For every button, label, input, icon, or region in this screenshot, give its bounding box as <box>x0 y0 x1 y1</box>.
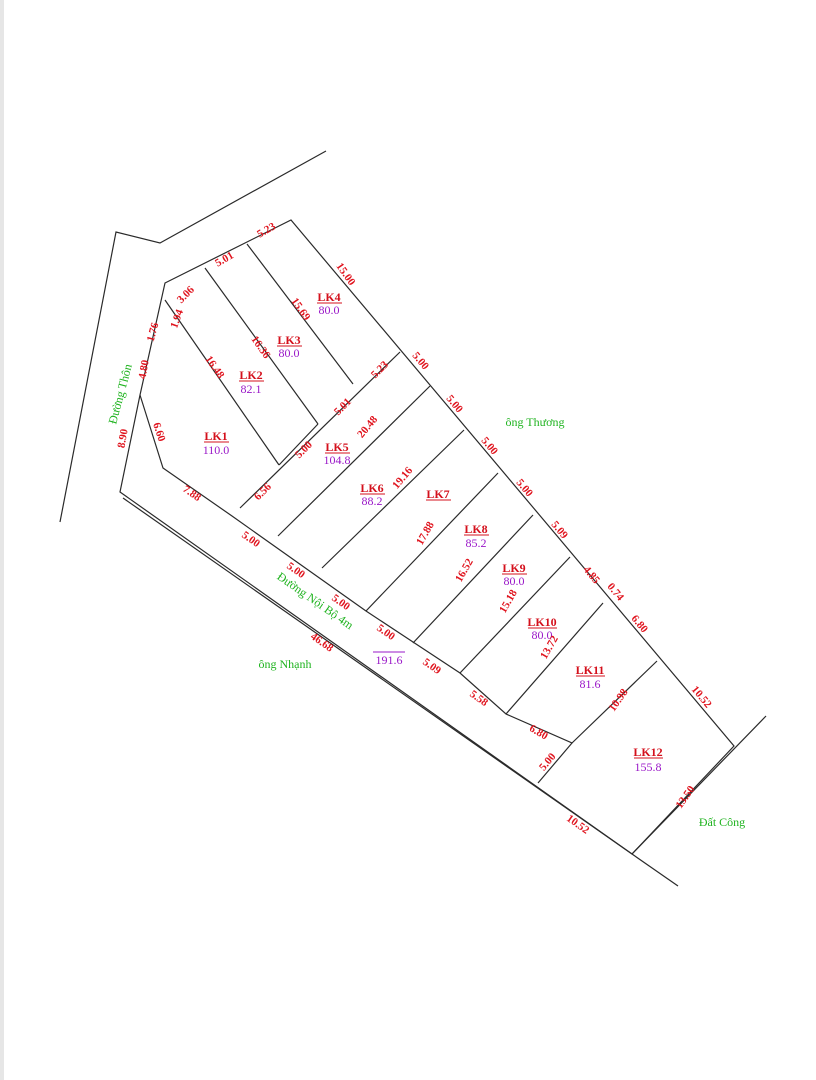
dim-bot-10-52: 10.52 <box>564 813 592 837</box>
lot-name-lk10: LK10 <box>527 615 556 629</box>
lot-name-lk12: LK12 <box>633 745 662 759</box>
lot-area-lk11: 81.6 <box>580 677 601 691</box>
dim-top-3-06: 3.06 <box>175 283 197 305</box>
dim-bot-5-58: 5.58 <box>467 688 490 709</box>
divider-lk8-lk9 <box>412 514 534 644</box>
dim-lk3-15-69: 15.69 <box>288 296 312 324</box>
dim-right-5-00-d: 5.00 <box>514 477 536 500</box>
lot-name-lk8: LK8 <box>464 522 487 536</box>
lot-name-lk1: LK1 <box>204 429 227 443</box>
dim-bot-7-88: 7.88 <box>180 483 203 504</box>
dim-bot-5-00-a: 5.00 <box>239 529 262 550</box>
lot-name-lk11: LK11 <box>576 663 605 677</box>
divider-lk6-lk7 <box>321 429 465 569</box>
divider-lk11-lk12 <box>571 660 658 744</box>
divider-lk7-lk8 <box>365 472 499 612</box>
lot-area-lk6: 88.2 <box>362 494 383 508</box>
label-ong-nhanh: ông Nhạnh <box>259 657 312 671</box>
dim-top-5-01: 5.01 <box>213 249 236 269</box>
dim-top-5-23: 5.23 <box>255 220 278 240</box>
dim-left-8-90: 8.90 <box>115 427 130 449</box>
dim-bot-5-00-e: 5.00 <box>537 750 559 773</box>
lot-area-lk12: 155.8 <box>635 760 662 774</box>
internal-road-line <box>139 394 573 784</box>
label-ong-thuong: ông Thương <box>506 415 565 429</box>
dim-lk1-16-48: 16.48 <box>202 354 226 382</box>
dim-bot-5-00-d: 5.00 <box>374 622 397 643</box>
lot-area-lk9: 80.0 <box>504 574 525 588</box>
lot-name-underlines <box>204 302 663 759</box>
divider-lk3-lk4 <box>204 267 319 425</box>
village-road-line <box>59 150 327 523</box>
dimension-labels: 5.23 5.01 3.06 1.94 1.76 4.80 8.90 6.60 … <box>115 220 714 837</box>
page-edge <box>0 0 4 1080</box>
lot-area-lk8: 85.2 <box>466 536 487 550</box>
lot-name-lk4: LK4 <box>317 290 340 304</box>
lot-name-lk2: LK2 <box>239 368 262 382</box>
divider-lk1-lk5 <box>239 351 401 509</box>
area-labels: Đường Thôn ông Thương ông Nhạnh Đất Công… <box>105 362 745 829</box>
dim-lk9-15-18: 15.18 <box>497 587 520 615</box>
context-lines <box>59 150 767 887</box>
lot-area-lk10: 80.0 <box>532 628 553 642</box>
lot-area-lk4: 80.0 <box>319 303 340 317</box>
lot-name-lk3: LK3 <box>277 333 300 347</box>
lot-name-lk5: LK5 <box>325 440 348 454</box>
dim-lk5-20-48: 20.48 <box>355 413 380 440</box>
label-duong-thon: Đường Thôn <box>105 362 134 425</box>
road-area: 191.6 <box>376 653 403 667</box>
divider-lk2-lk5 <box>278 423 319 466</box>
dim-lk7-17-88: 17.88 <box>414 519 437 547</box>
lot-name-lk9: LK9 <box>502 561 525 575</box>
lot-area-lk1: 110.0 <box>203 443 230 457</box>
dim-left-1-76: 1.76 <box>145 321 162 343</box>
dim-left-4-80: 4.80 <box>136 358 151 380</box>
dim-mid-5-00: 5.00 <box>293 438 315 460</box>
divider-lk1-lk2 <box>164 299 280 466</box>
dim-right-0-74: 0.74 <box>605 581 627 604</box>
lot-dividers-top <box>164 243 401 509</box>
divider-lk5-lk6 <box>277 385 431 537</box>
dim-right-5-09: 5.09 <box>549 519 571 542</box>
label-dat-cong: Đất Công <box>699 815 745 829</box>
lot-name-lk6: LK6 <box>360 481 383 495</box>
divider-lk4-outer <box>246 243 354 385</box>
dim-right-6-80: 6.80 <box>629 613 651 636</box>
lot-area-lk3: 80.0 <box>279 346 300 360</box>
lot-labels: LK1 110.0 LK2 82.1 LK3 80.0 LK4 80.0 LK5… <box>203 290 663 774</box>
boundary-extension-line <box>631 853 679 887</box>
lot-dividers-right <box>277 385 658 744</box>
divider-lk9-lk10 <box>459 556 571 674</box>
dim-lk1-6-56: 6.56 <box>252 480 274 502</box>
dim-lk6-19-16: 19.16 <box>390 464 415 491</box>
dim-mid-5-23: 5.23 <box>369 358 391 380</box>
dim-inner-6-60: 6.60 <box>150 421 168 443</box>
lot-area-lk5: 104.8 <box>324 453 351 467</box>
dim-right-5-00-c: 5.00 <box>479 435 501 458</box>
lot-name-lk7: LK7 <box>426 487 449 501</box>
dim-bot-6-80: 6.80 <box>527 722 550 742</box>
divider-lk10-lk11 <box>505 602 604 715</box>
dim-right-5-00-a: 5.00 <box>410 350 432 373</box>
lot-area-lk2: 82.1 <box>241 382 262 396</box>
dim-road-46-68: 46.68 <box>308 631 336 655</box>
dim-right-5-00-b: 5.00 <box>444 393 466 416</box>
